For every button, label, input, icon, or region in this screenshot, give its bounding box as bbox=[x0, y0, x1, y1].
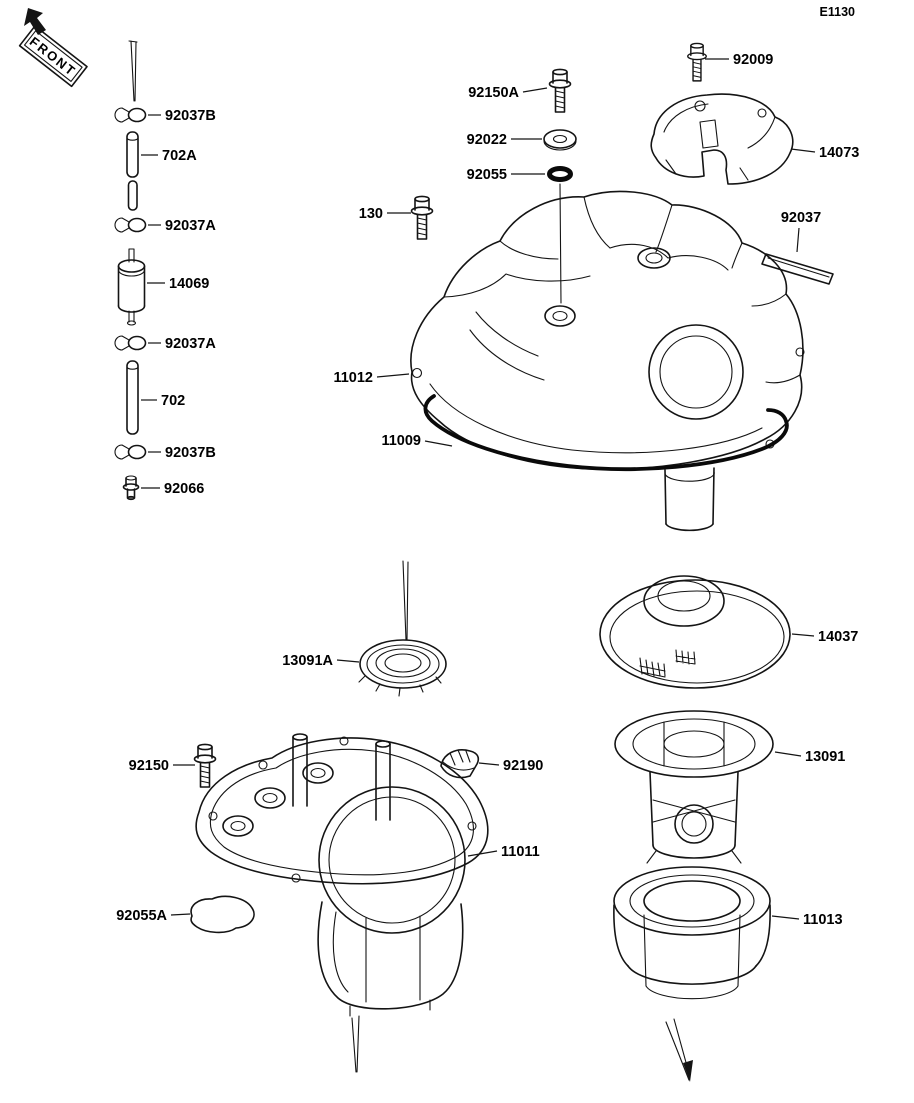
label-130: 130 bbox=[359, 206, 411, 222]
label-92037A-2: 92037A bbox=[148, 336, 216, 352]
label-92037B-1: 92037B bbox=[148, 108, 216, 124]
part-130-bolt bbox=[410, 195, 434, 240]
part-92055A-gasket bbox=[190, 895, 255, 934]
part-number-label: 92066 bbox=[164, 481, 204, 497]
part-number-label: 11013 bbox=[803, 912, 843, 928]
part-number-label: 14037 bbox=[818, 629, 858, 645]
label-92009: 92009 bbox=[705, 52, 773, 68]
part-14073-cover bbox=[650, 93, 794, 185]
part-14069-valve bbox=[117, 248, 146, 326]
part-number-label: 92037B bbox=[165, 108, 216, 124]
part-number-label: 11011 bbox=[501, 844, 540, 860]
front-banner: FRONT bbox=[18, 8, 88, 88]
label-14069: 14069 bbox=[147, 276, 209, 292]
label-702A: 702A bbox=[141, 148, 197, 164]
part-702-tube bbox=[126, 360, 139, 435]
part-number-label: 92190 bbox=[503, 758, 543, 774]
label-92150A: 92150A bbox=[468, 85, 548, 101]
part-14037-dome bbox=[599, 575, 791, 689]
part-number-label: 11012 bbox=[333, 370, 373, 386]
label-702: 702 bbox=[141, 393, 185, 409]
label-92066: 92066 bbox=[141, 481, 204, 497]
part-11012-cover bbox=[410, 190, 805, 532]
part-11011-case bbox=[195, 733, 489, 1073]
part-number-label: 92009 bbox=[733, 52, 773, 68]
part-92150A-bolt bbox=[548, 68, 572, 113]
part-92037A-clamp-1 bbox=[114, 217, 147, 233]
label-92022: 92022 bbox=[467, 132, 542, 148]
label-92055A: 92055A bbox=[116, 908, 191, 924]
label-92037: 92037 bbox=[781, 210, 821, 253]
front-arrow-icon bbox=[24, 8, 46, 35]
part-number-label: 702A bbox=[162, 148, 197, 164]
part-13091A-cap bbox=[358, 560, 447, 697]
part-number-label: 92037B bbox=[165, 445, 216, 461]
label-11009: 11009 bbox=[381, 433, 453, 449]
part-11009-gasket bbox=[423, 394, 789, 472]
part-tube-small bbox=[127, 180, 138, 211]
part-92055-oring bbox=[547, 166, 573, 304]
part-92037B-clamp-2 bbox=[114, 444, 147, 460]
part-thin-rod bbox=[128, 40, 138, 102]
label-92190: 92190 bbox=[478, 758, 543, 774]
part-92037A-clamp-2 bbox=[114, 335, 147, 351]
diagram-code: E1130 bbox=[820, 5, 856, 19]
part-702A-tube bbox=[126, 131, 139, 178]
part-number-label: 92055A bbox=[116, 908, 167, 924]
part-number-label: 14073 bbox=[819, 145, 859, 161]
part-number-label: 11009 bbox=[381, 433, 421, 449]
part-92037B-clamp-1 bbox=[114, 107, 147, 123]
part-number-label: 13091 bbox=[805, 749, 845, 765]
part-13091-holder bbox=[614, 710, 774, 864]
part-number-label: 92055 bbox=[467, 167, 507, 183]
part-number-label: 130 bbox=[359, 206, 383, 222]
part-92009-bolt bbox=[687, 42, 707, 82]
label-92037B-2: 92037B bbox=[148, 445, 216, 461]
part-92190-damper bbox=[440, 749, 480, 779]
part-number-label: 92022 bbox=[467, 132, 507, 148]
label-11011: 11011 bbox=[467, 844, 540, 860]
part-92037-bracket bbox=[761, 253, 834, 285]
part-number-label: 92037 bbox=[781, 210, 821, 226]
label-11012: 11012 bbox=[333, 370, 410, 386]
part-92066-plug bbox=[122, 475, 140, 501]
part-11013-cup bbox=[613, 866, 771, 1000]
part-number-label: 92037A bbox=[165, 218, 216, 234]
label-13091: 13091 bbox=[774, 749, 845, 765]
part-number-label: 13091A bbox=[282, 653, 333, 669]
label-13091A: 13091A bbox=[282, 653, 360, 669]
part-92150-bolt bbox=[193, 743, 217, 788]
label-92150: 92150 bbox=[129, 758, 195, 774]
label-92037A-1: 92037A bbox=[148, 218, 216, 234]
part-needle-lower-right bbox=[665, 1018, 693, 1082]
part-number-label: 92037A bbox=[165, 336, 216, 352]
part-number-label: 702 bbox=[161, 393, 185, 409]
label-14073: 14073 bbox=[790, 145, 859, 161]
label-92055: 92055 bbox=[467, 167, 545, 183]
part-number-label: 92150A bbox=[468, 85, 519, 101]
part-92022-washer bbox=[543, 129, 577, 151]
part-number-label: 14069 bbox=[169, 276, 209, 292]
part-number-label: 92150 bbox=[129, 758, 169, 774]
label-11013: 11013 bbox=[771, 912, 843, 928]
label-14037: 14037 bbox=[791, 629, 858, 645]
